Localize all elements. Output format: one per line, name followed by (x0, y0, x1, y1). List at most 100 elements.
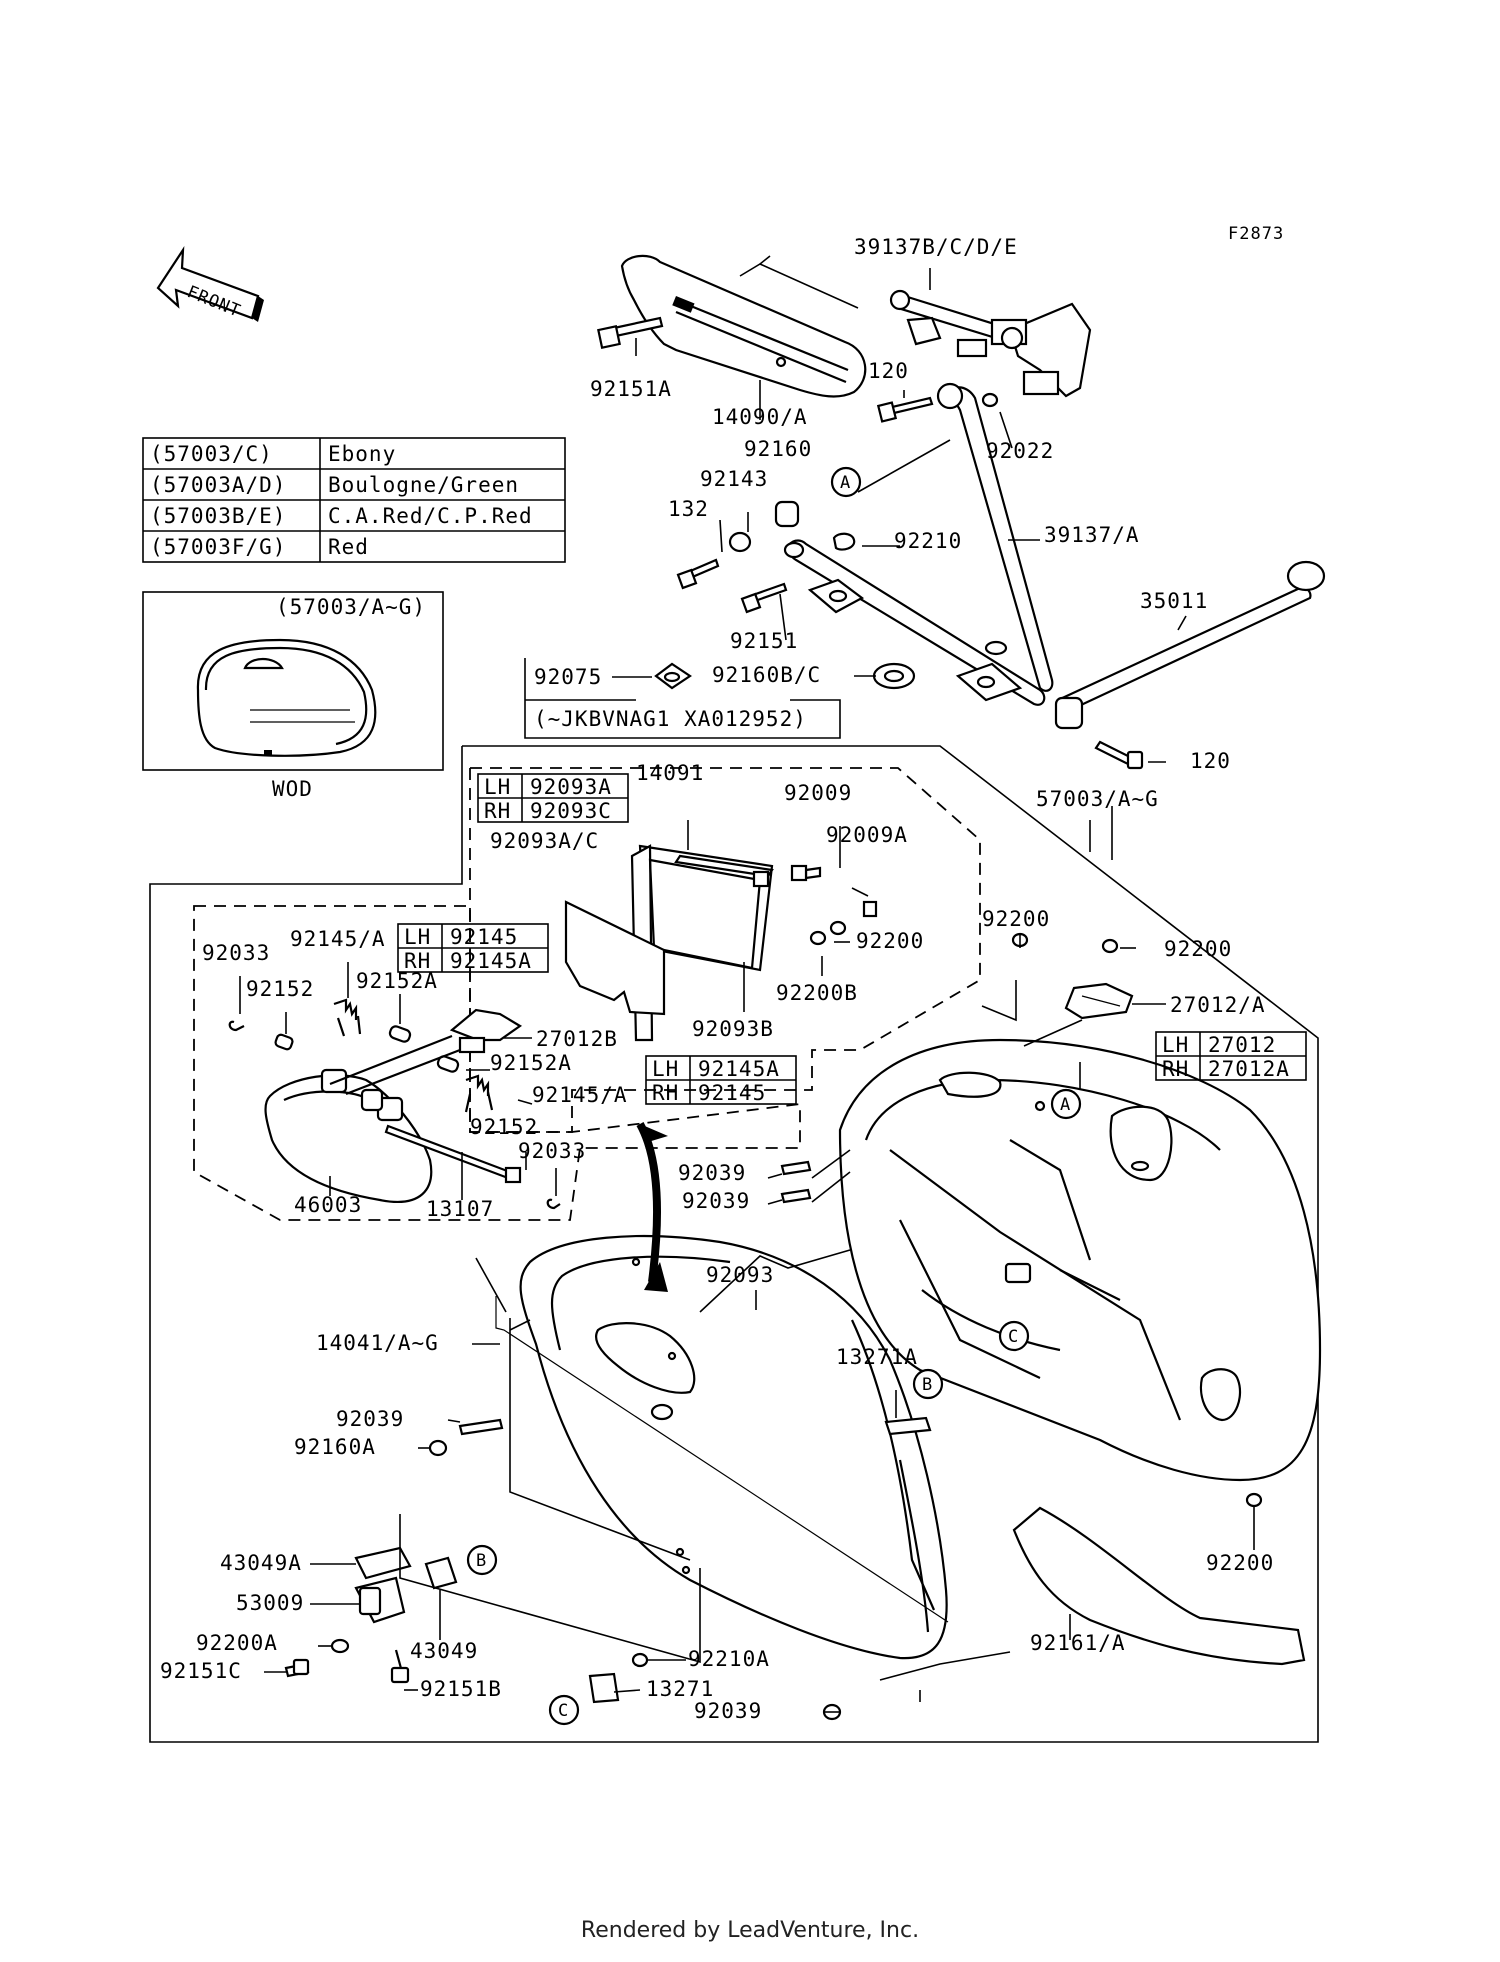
svg-text:B: B (476, 1551, 487, 1571)
part-label: 43049 (410, 1639, 478, 1663)
part-label: 92093A/C (490, 829, 599, 853)
part-label: 14091 (636, 761, 704, 785)
part-label: 13271A (836, 1345, 918, 1369)
inner-pocket (564, 844, 878, 1042)
part-label: 92039 (694, 1699, 762, 1723)
front-arrow-icon: FRONT (156, 245, 264, 322)
part-label: 92033 (518, 1139, 586, 1163)
saddlebag-group-frame (149, 745, 1319, 1743)
part-label: 92009A (826, 823, 908, 847)
part-label: 92151 (730, 629, 798, 653)
backrest-assembly (597, 254, 1326, 770)
svg-text:27012: 27012 (1208, 1033, 1276, 1057)
part-label: 92210A (688, 1647, 770, 1671)
part-label: 92039 (682, 1189, 750, 1213)
svg-text:92145: 92145 (450, 925, 518, 949)
part-label: 92200 (1164, 937, 1232, 961)
color-table: (57003/C) Ebony (57003A/D) Boulogne/Gree… (142, 437, 566, 563)
callout-a: A A (830, 466, 1082, 1120)
part-label: 92160A (294, 1435, 376, 1459)
svg-text:92145A: 92145A (698, 1057, 780, 1081)
svg-text:RH: RH (484, 799, 511, 823)
part-label: 92200 (1206, 1551, 1274, 1575)
part-label: 92151C (160, 1659, 242, 1683)
svg-text:RH: RH (652, 1081, 679, 1105)
part-label: 35011 (1140, 589, 1208, 613)
part-label: 92152 (470, 1115, 538, 1139)
part-label: 120 (1190, 749, 1231, 773)
part-label: 92210 (894, 529, 962, 553)
saddlebag-lid (495, 1122, 949, 1660)
part-label: 92200 (982, 907, 1050, 931)
color-row-code: (57003B/E) (150, 504, 286, 528)
latch-parts (228, 998, 561, 1210)
mount-bracket (284, 1160, 932, 1721)
part-label: 14041/A~G (316, 1331, 439, 1355)
inset-title: (57003/A~G) (276, 595, 426, 619)
color-row-code: (57003F/G) (150, 535, 286, 559)
part-label: 92093B (692, 1017, 774, 1041)
callout-b: B B (466, 1368, 944, 1576)
part-label: 43049A (220, 1551, 302, 1575)
svg-text:92093A: 92093A (530, 775, 612, 799)
callout-c: C C (548, 1320, 1030, 1726)
svg-text:C: C (1008, 1327, 1019, 1347)
part-label: 46003 (294, 1193, 362, 1217)
color-row-code: (57003A/D) (150, 473, 286, 497)
part-label: 92200 (856, 929, 924, 953)
latch-assembly-outline (193, 905, 801, 1221)
svg-text:92145A: 92145A (450, 949, 532, 973)
svg-text:A: A (840, 473, 851, 493)
svg-text:27012A: 27012A (1208, 1057, 1290, 1081)
part-label: 57003/A~G (1036, 787, 1159, 811)
part-label: 92152A (356, 969, 438, 993)
part-label: 92145/A (532, 1083, 628, 1107)
svg-text:92145: 92145 (698, 1081, 766, 1105)
part-label: 27012B (536, 1027, 618, 1051)
part-label: 14090/A (712, 405, 808, 429)
color-row-name: Ebony (328, 442, 396, 466)
serial-note-part: 92075 (534, 665, 602, 689)
part-label: 132 (668, 497, 709, 521)
inset-caption: WOD (272, 777, 313, 801)
part-label: 92009 (784, 781, 852, 805)
svg-text:RH: RH (1162, 1057, 1189, 1081)
color-row-name: Red (328, 535, 369, 559)
serial-note-text: (~JKBVNAG1 XA012952) (534, 707, 807, 731)
lhrh-table-27012: LH 27012 RH 27012A (1155, 1031, 1307, 1081)
part-label: 39137/A (1044, 523, 1140, 547)
part-labels: 39137B/C/D/E 92151A 14090/A 120 92022 92… (160, 235, 1274, 1723)
lhrh-table-92145-top: LH 92145 RH 92145A (397, 923, 549, 973)
part-label: 92022 (986, 439, 1054, 463)
svg-text:LH: LH (404, 925, 431, 949)
svg-text:LH: LH (652, 1057, 679, 1081)
inset-box: (57003/A~G) WOD (142, 591, 444, 801)
part-label: 92161/A (1030, 1631, 1126, 1655)
part-label: 92033 (202, 941, 270, 965)
part-label: 92093 (706, 1263, 774, 1287)
part-label: 92143 (700, 467, 768, 491)
part-label: 92200A (196, 1631, 278, 1655)
part-label: 92200B (776, 981, 858, 1005)
part-label: 92151A (590, 377, 672, 401)
callout-leaders (239, 255, 1255, 1713)
color-row-name: C.A.Red/C.P.Red (328, 504, 533, 528)
part-label: 92039 (678, 1161, 746, 1185)
liner-pad (1012, 1506, 1306, 1666)
lhrh-table-92145-mid: LH 92145A RH 92145 (645, 1055, 797, 1105)
part-label: 27012/A (1170, 993, 1266, 1017)
lhrh-table-92093: LH 92093A RH 92093C (477, 773, 629, 823)
svg-text:92093C: 92093C (530, 799, 612, 823)
part-label: 13107 (426, 1197, 494, 1221)
saddlebag-case (838, 932, 1322, 1508)
color-row-code: (57003/C) (150, 442, 273, 466)
svg-text:LH: LH (1162, 1033, 1189, 1057)
part-label: 92039 (336, 1407, 404, 1431)
part-label: 92160B/C (712, 663, 821, 687)
color-row-name: Boulogne/Green (328, 473, 519, 497)
part-label: 92160 (744, 437, 812, 461)
serial-note: 92075 (~JKBVNAG1 XA012952) (524, 658, 841, 739)
part-label: 53009 (236, 1591, 304, 1615)
svg-text:LH: LH (484, 775, 511, 799)
